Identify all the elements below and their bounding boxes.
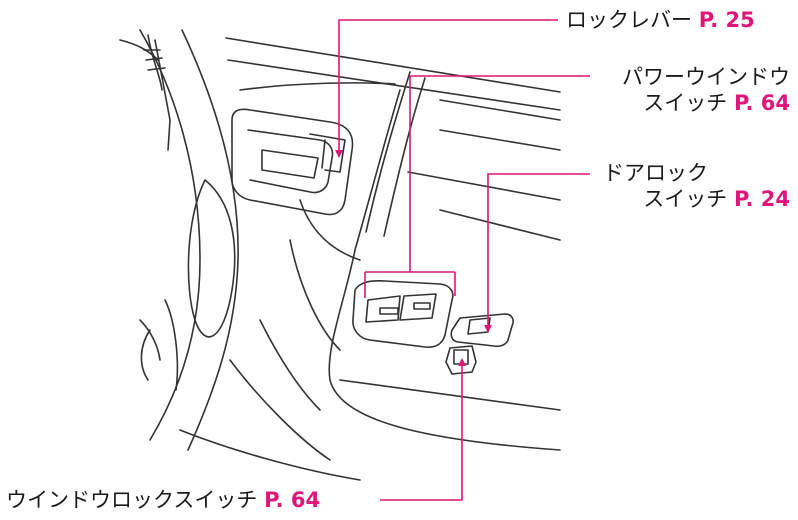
window-lock-label: ウインドウロックスイッチ — [6, 488, 258, 512]
steering-wheel — [119, 29, 239, 451]
callout-dots — [335, 150, 492, 366]
switch-panel — [352, 279, 514, 375]
door-panel — [179, 37, 561, 481]
door-lock-label: ドアロック — [603, 161, 708, 185]
power-window-label: パワーウインドウ — [622, 65, 790, 89]
inner-door-handle — [231, 108, 354, 216]
lock-lever-label: ロックレバー — [566, 8, 692, 32]
door-lock-callout: ドアロック スイッチ P. 24 — [603, 160, 790, 212]
lock-lever-callout: ロックレバー P. 25 — [566, 7, 755, 33]
door-lock-page-ref[interactable]: P. 24 — [733, 187, 790, 211]
callout-lines — [338, 19, 590, 501]
lock-lever-page-ref[interactable]: P. 25 — [698, 8, 755, 32]
callout-lock-lever — [338, 19, 558, 155]
power-window-page-ref[interactable]: P. 64 — [733, 91, 790, 115]
door-lock-label-2: スイッチ — [643, 187, 728, 211]
window-lock-callout: ウインドウロックスイッチ P. 64 — [6, 487, 320, 513]
window-lock-page-ref[interactable]: P. 64 — [264, 488, 321, 512]
power-window-callout: パワーウインドウ スイッチ P. 64 — [622, 64, 790, 116]
callout-power-window — [364, 75, 590, 298]
callout-door-lock — [487, 173, 590, 330]
callout-window-lock — [380, 362, 463, 501]
power-window-label-2: スイッチ — [643, 91, 728, 115]
